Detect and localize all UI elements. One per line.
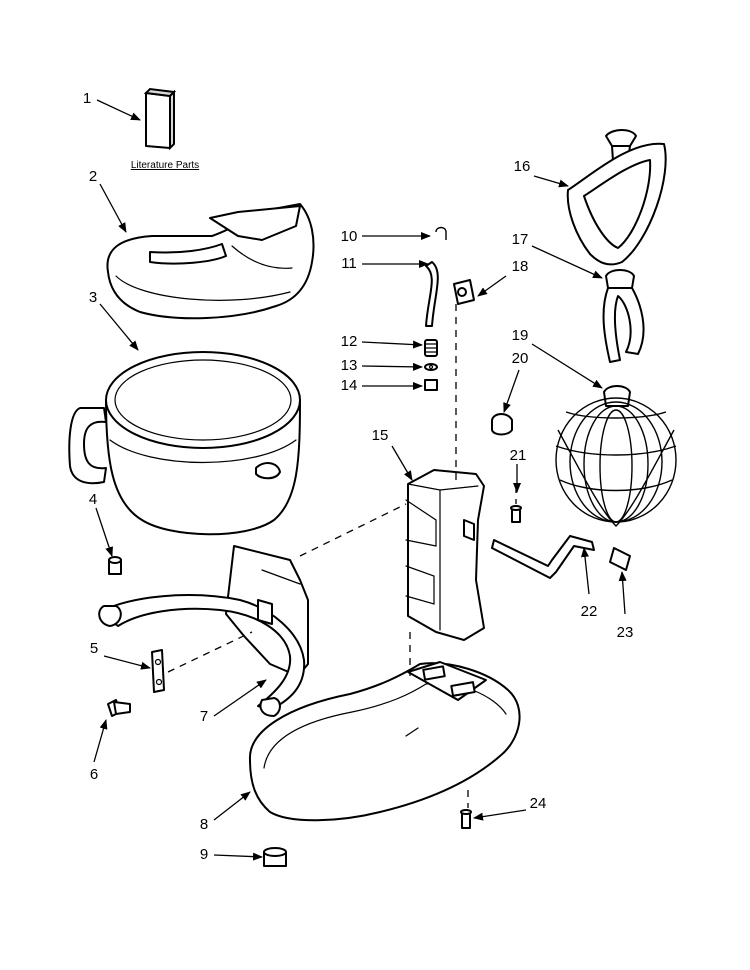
callout-12: 12 bbox=[341, 333, 358, 350]
nut-part bbox=[424, 379, 438, 391]
callout-8: 8 bbox=[200, 816, 208, 833]
literature-booklet-part bbox=[143, 87, 177, 151]
screw-part-21 bbox=[510, 505, 522, 523]
callout-9: 9 bbox=[200, 846, 208, 863]
callout-16: 16 bbox=[514, 158, 531, 175]
callout-18: 18 bbox=[512, 258, 529, 275]
callout-22: 22 bbox=[581, 603, 598, 620]
tube-part bbox=[425, 261, 439, 327]
wire-whip-part bbox=[555, 385, 677, 527]
bowl-pin-part bbox=[108, 556, 122, 575]
callout-14: 14 bbox=[341, 377, 358, 394]
knob-part bbox=[609, 547, 631, 571]
callout-2: 2 bbox=[89, 168, 97, 185]
column-housing-part bbox=[405, 469, 485, 641]
callout-13: 13 bbox=[341, 357, 358, 374]
callout-1: 1 bbox=[83, 90, 91, 107]
clip-part bbox=[435, 226, 447, 240]
flat-beater-part bbox=[566, 129, 667, 266]
cap-part bbox=[491, 413, 513, 436]
callout-6: 6 bbox=[90, 766, 98, 783]
callout-7: 7 bbox=[200, 708, 208, 725]
base-part bbox=[248, 661, 521, 822]
callout-4: 4 bbox=[89, 491, 97, 508]
dough-hook-part bbox=[602, 269, 645, 363]
callout-24: 24 bbox=[530, 795, 547, 812]
bracket-part bbox=[151, 649, 165, 693]
switch-part bbox=[453, 279, 475, 305]
leader-arrows bbox=[93, 99, 627, 861]
callout-20: 20 bbox=[512, 350, 529, 367]
callout-19: 19 bbox=[512, 327, 529, 344]
callout-15: 15 bbox=[372, 427, 389, 444]
spring-part bbox=[424, 339, 438, 357]
callout-5: 5 bbox=[90, 640, 98, 657]
callout-17: 17 bbox=[512, 231, 529, 248]
callout-21: 21 bbox=[510, 447, 527, 464]
washer-part bbox=[424, 363, 438, 371]
callout-23: 23 bbox=[617, 624, 634, 641]
pouring-shield-part bbox=[106, 203, 315, 320]
callout-3: 3 bbox=[89, 289, 97, 306]
callout-11: 11 bbox=[341, 255, 357, 272]
bowl-lift-arm-part bbox=[98, 545, 309, 717]
callout-10: 10 bbox=[341, 228, 358, 245]
crank-rod-part bbox=[491, 535, 595, 579]
screw-part-6 bbox=[107, 699, 131, 717]
screw-part-24 bbox=[460, 809, 472, 829]
foot-part bbox=[263, 847, 287, 867]
literature-parts-label: Literature Parts bbox=[131, 160, 199, 171]
mixing-bowl-part bbox=[68, 351, 301, 536]
